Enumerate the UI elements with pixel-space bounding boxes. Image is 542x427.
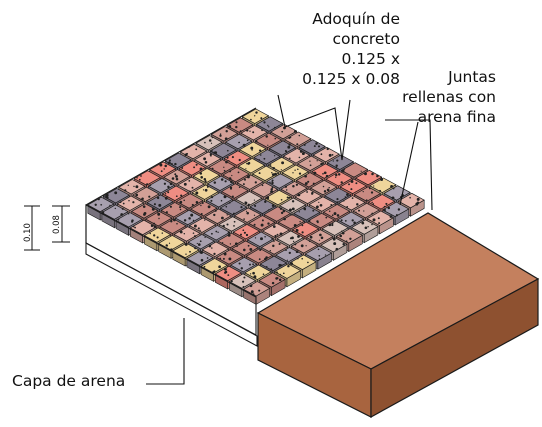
paver-block-icon [242, 281, 271, 305]
joints-label-line-1: Juntas [448, 68, 496, 86]
sand-layer-leader-line [146, 325, 185, 385]
joints-leader-line-2 [399, 121, 419, 206]
paver-label-line-1: Adoquín de [312, 10, 400, 28]
joints-label-line-2: rellenas con [402, 88, 496, 106]
sand-layer-label: Capa de arena [12, 372, 126, 390]
joints-label-line-3: arena fina [417, 108, 496, 126]
joints-leader-line [385, 119, 433, 211]
soil-right-face [370, 277, 539, 419]
paver-label-line-4: 0.125 x 0.08 [302, 70, 400, 88]
thickness-dimensions: 0.10 0.08 [23, 205, 70, 251]
sand-layer-callout: Capa de arena [12, 371, 125, 391]
paver-grid [85, 107, 425, 336]
paver-callout: Adoquín de concreto 0.125 x 0.125 x 0.08 [276, 9, 400, 89]
dim-block-label: 0.08 [52, 215, 62, 234]
soil-block-icon [256, 212, 540, 419]
dim-total-label: 0.10 [23, 223, 33, 242]
paver-leader-line [277, 94, 351, 161]
joints-callout: Juntas rellenas con arena fina [378, 67, 496, 127]
paver-field-left-edge [85, 107, 257, 243]
paver-label-line-2: concreto [332, 30, 400, 48]
callout-leaders [146, 94, 433, 385]
paver-label-line-3: 0.125 x [341, 50, 400, 68]
